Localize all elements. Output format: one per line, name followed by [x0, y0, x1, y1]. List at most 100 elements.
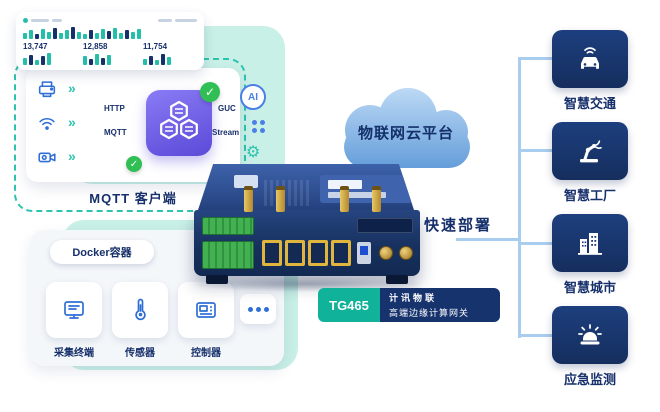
dashboard-stat: 11,754	[143, 42, 197, 65]
antenna-connector-icon	[244, 186, 253, 212]
check-icon: ✓	[200, 82, 220, 102]
sma-connector	[379, 246, 393, 260]
controller-tile	[178, 282, 234, 338]
stat-mini-chart	[83, 53, 137, 65]
dashboard-card: 13,747 12,858 11,754	[16, 12, 204, 70]
camera-icon	[36, 146, 60, 170]
device-foot	[206, 275, 228, 284]
app-label: 应急监测	[563, 372, 616, 387]
mqtt-broker-tile	[146, 90, 212, 156]
ethernet-port	[308, 240, 328, 266]
app-card-factory: 智慧工厂	[552, 122, 628, 204]
dashboard-logo-dot	[23, 18, 28, 23]
flow-arrow-icon: »	[68, 148, 76, 164]
ethernet-port	[331, 240, 351, 266]
stat-value: 11,754	[143, 42, 168, 51]
device-label: 控制器	[191, 348, 221, 359]
cloud-platform-label: 物联网云平台	[357, 125, 454, 142]
device-vents	[264, 180, 312, 206]
terminal-block	[202, 241, 254, 269]
thermometer-icon	[135, 298, 146, 321]
gear-icon: ⚙	[246, 144, 261, 161]
stat-value: 13,747	[23, 42, 48, 51]
device-label: 采集终端	[54, 348, 94, 359]
sim-slot	[357, 218, 413, 233]
brand-name: 计讯物联	[389, 293, 438, 303]
dashboard-text-placeholder	[175, 19, 197, 22]
device-foot	[386, 275, 408, 284]
emergency-alarm-icon	[578, 324, 602, 345]
stat-mini-chart	[23, 53, 77, 65]
connector-line-branch	[520, 57, 554, 60]
antenna-connector-icon	[372, 186, 381, 212]
product-info: 计讯物联 高端边缘计算网关	[380, 288, 500, 322]
connector-line-branch	[520, 334, 554, 337]
antenna-connector-icon	[276, 186, 285, 212]
dashboard-stat: 13,747	[23, 42, 77, 65]
ai-badge: AI	[240, 84, 266, 110]
product-name: 高端边缘计算网关	[389, 308, 470, 318]
plc-controller-icon	[196, 302, 216, 318]
apps-grid-icon	[252, 120, 265, 133]
terminal-monitor-icon	[64, 301, 84, 319]
app-label: 智慧城市	[563, 280, 616, 295]
smart-transport-icon	[581, 47, 599, 69]
ethernet-port	[285, 240, 305, 266]
app-tile	[552, 214, 628, 272]
device-top-face	[198, 164, 414, 210]
app-tile	[552, 306, 628, 364]
connector-line-vertical	[518, 57, 521, 338]
device-label-panel	[320, 175, 412, 203]
wireless-sensor-icon	[36, 112, 60, 136]
device-front-panel	[194, 210, 420, 276]
app-label: 智慧交通	[563, 96, 616, 111]
smart-city-icon	[578, 233, 602, 255]
device-logo-plate	[234, 175, 258, 188]
device-label-sticker	[328, 180, 362, 189]
terminal-block	[202, 217, 254, 235]
dashboard-text-placeholder	[52, 19, 62, 22]
collection-terminal-tile	[46, 282, 102, 338]
stat-mini-chart	[143, 53, 197, 65]
stat-value: 12,858	[83, 42, 108, 51]
protocol-label-guc: GUC	[218, 104, 236, 113]
app-tile	[552, 122, 628, 180]
protocol-label-stream: Stream	[212, 128, 240, 137]
dashboard-text-placeholder	[31, 19, 49, 22]
product-badge: TG465 计讯物联 高端边缘计算网关	[318, 288, 500, 322]
ethernet-port	[262, 240, 282, 266]
dashboard-stat: 12,858	[83, 42, 137, 65]
product-model: TG465	[318, 288, 380, 322]
connector-line-feed	[456, 238, 520, 241]
app-card-transport: 智慧交通	[552, 30, 628, 112]
protocol-label-http: HTTP	[104, 104, 125, 113]
sensor-tile	[112, 282, 168, 338]
cloud-shape	[324, 82, 488, 174]
dashboard-header	[23, 17, 197, 24]
dashboard-sparkline	[23, 26, 197, 39]
app-card-emergency: 应急监测	[552, 306, 628, 388]
antenna-connector-icon	[340, 186, 349, 212]
quick-deploy-label: 快速部署	[424, 217, 493, 234]
device-label-sticker	[328, 192, 386, 198]
more-devices-ellipsis	[240, 294, 276, 324]
check-icon: ✓	[126, 156, 142, 172]
device-label: 传感器	[125, 348, 155, 359]
protocol-label-mqtt: MQTT	[104, 128, 127, 137]
connector-line-branch	[520, 242, 554, 245]
app-card-city: 智慧城市	[552, 214, 628, 296]
smart-factory-icon	[580, 140, 602, 163]
dashboard-text-placeholder	[158, 19, 172, 22]
docker-title-pill: Docker容器	[50, 240, 154, 264]
app-tile	[552, 30, 628, 88]
dashboard-stats-row: 13,747 12,858 11,754	[23, 42, 197, 65]
device-printer-icon	[36, 78, 60, 102]
usb-port	[357, 242, 371, 264]
connector-line-branch	[520, 149, 554, 152]
gateway-device	[188, 158, 426, 292]
mqtt-client-label: MQTT 客户端	[89, 191, 177, 206]
hexagon-cluster-icon	[160, 100, 198, 140]
flow-arrow-icon: »	[68, 114, 76, 130]
app-label: 智慧工厂	[563, 188, 616, 203]
